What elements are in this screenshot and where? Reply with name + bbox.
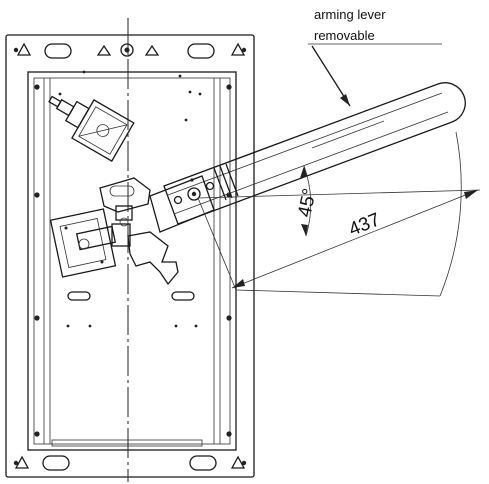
center-bolt-top <box>120 43 134 57</box>
callout-label-line1: arming lever <box>314 7 386 22</box>
slot-bottom-left <box>42 455 70 471</box>
triangle-mark-top-right <box>230 42 246 56</box>
length-dimension-label: 437 <box>346 209 383 240</box>
triangle-mark-top-left <box>16 42 32 56</box>
lower-switch-unit <box>49 177 179 286</box>
callout-leader <box>308 43 442 107</box>
angle-dimension-label: 45° <box>294 187 321 219</box>
slot-top-left <box>44 43 72 59</box>
upper-switch-unit <box>48 95 135 162</box>
mounting-plate <box>5 34 255 478</box>
callout-label-line2: removable <box>314 28 375 43</box>
slot-top-right <box>187 43 215 59</box>
slot-bottom-right <box>189 455 217 471</box>
dimension-lines <box>197 131 481 297</box>
